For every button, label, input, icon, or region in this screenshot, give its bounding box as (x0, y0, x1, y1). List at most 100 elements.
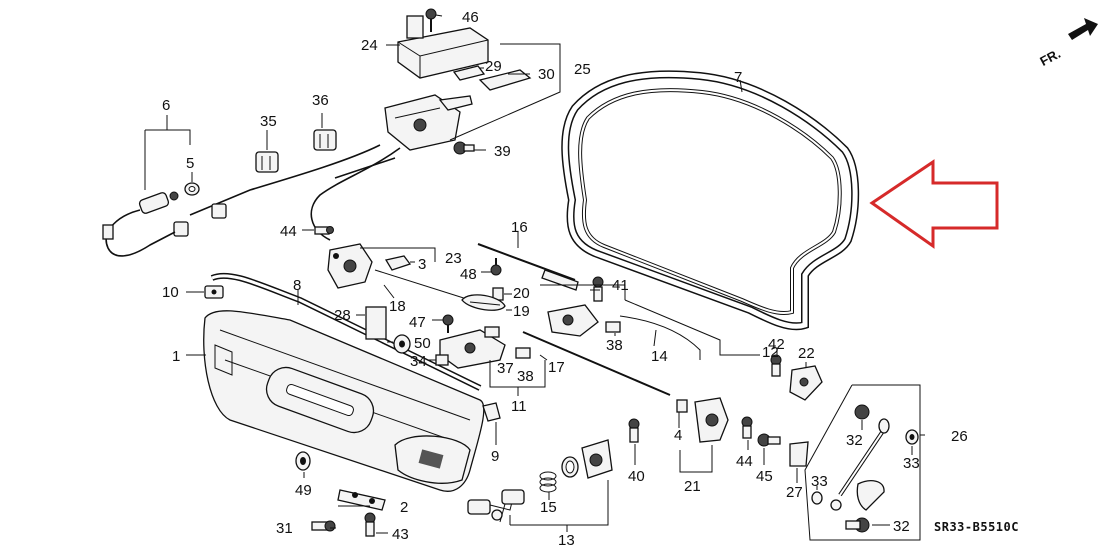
part-29 (452, 65, 486, 81)
callout-46: 46 (462, 9, 479, 26)
callout-21: 21 (684, 478, 701, 495)
screw-41 (592, 276, 604, 302)
callout-17: 17 (548, 359, 565, 376)
spring-15 (539, 471, 557, 493)
opener-latch-assembly (384, 94, 473, 151)
diagram-code: SR33-B5510C (934, 520, 1019, 534)
callout-43: 43 (392, 526, 409, 543)
callout-49: 49 (295, 482, 312, 499)
part-3 (384, 255, 412, 271)
bracket-2 (337, 489, 386, 511)
callout-10: 10 (162, 284, 179, 301)
key-set (467, 489, 525, 523)
callout-29: 29 (485, 58, 502, 75)
callout-30: 30 (538, 66, 555, 83)
callout-19: 19 (513, 303, 530, 320)
callout-36: 36 (312, 92, 329, 109)
callout-50: 50 (414, 335, 431, 352)
callout-37: 37 (497, 360, 514, 377)
tailgate-weatherstrip (561, 70, 860, 331)
grommet-50 (393, 334, 411, 354)
callout-44: 44 (280, 223, 297, 240)
callout-23: 23 (445, 250, 462, 267)
callout-35: 35 (260, 113, 277, 130)
callout-7: 7 (734, 69, 742, 86)
callout-32: 32 (846, 432, 863, 449)
screw-47 (442, 314, 454, 333)
callout-41: 41 (612, 277, 629, 294)
latch-cover (397, 15, 489, 79)
screw-44-lower (741, 416, 753, 439)
pad-28 (365, 306, 387, 340)
lock-cylinder-set (467, 439, 613, 523)
rod-18 (374, 269, 471, 301)
callout-45: 45 (756, 468, 773, 485)
latch-assembly-12 (547, 304, 701, 360)
screw-46 (425, 8, 437, 32)
bolt-31 (311, 520, 336, 532)
callout-32b: 32 (893, 518, 910, 535)
callout-22: 22 (798, 345, 815, 362)
callout-48: 48 (460, 266, 477, 283)
highlight-arrow (869, 159, 999, 249)
lock-cylinder-switch (102, 191, 179, 257)
handle-19 (461, 294, 506, 311)
callout-40: 40 (628, 468, 645, 485)
bolt-39 (453, 141, 475, 155)
callout-6: 6 (162, 97, 170, 114)
callout-8: 8 (293, 277, 301, 294)
callout-13: 13 (558, 532, 575, 549)
callout-9: 9 (491, 448, 499, 465)
callout-11: 11 (511, 398, 527, 415)
clip-10 (204, 285, 224, 299)
callout-14: 14 (651, 348, 668, 365)
latch-21 (676, 397, 729, 443)
callout-38b: 38 (606, 337, 623, 354)
bolt-32-lower (845, 517, 870, 533)
grommet-49 (295, 451, 311, 471)
callout-2: 2 (400, 499, 408, 516)
callout-47: 47 (409, 314, 426, 331)
callout-12: 12 (762, 344, 779, 361)
ring (561, 456, 579, 478)
screw-42 (770, 354, 782, 377)
bracket-27 (789, 441, 809, 467)
support-strut-26 (804, 384, 921, 541)
cap-33-lower (811, 491, 823, 505)
latch-bracket-11 (439, 326, 531, 369)
callout-3: 3 (418, 256, 426, 273)
callout-16: 16 (511, 219, 528, 236)
callout-39: 39 (494, 143, 511, 160)
bolt-43 (364, 512, 376, 537)
screw-48 (490, 258, 502, 276)
callout-26: 26 (951, 428, 968, 445)
callout-42: 42 (768, 336, 785, 353)
striker-22 (789, 365, 823, 401)
callout-44b: 44 (736, 453, 753, 470)
callout-33b: 33 (811, 473, 828, 490)
clip-36 (313, 129, 337, 151)
cap-33-upper (905, 429, 919, 445)
clip-34 (435, 354, 449, 366)
bolt-45 (757, 433, 781, 447)
washer-5 (184, 182, 200, 196)
callout-34: 34 (410, 353, 427, 370)
screw-44-upper (314, 226, 334, 235)
callout-24: 24 (361, 37, 378, 54)
callout-25: 25 (574, 61, 591, 78)
callout-5: 5 (186, 155, 194, 172)
callout-38: 38 (517, 368, 534, 385)
cylinder-housing (581, 439, 613, 479)
bolt-40 (628, 418, 640, 443)
callout-28: 28 (334, 307, 351, 324)
rod-17 (522, 331, 671, 396)
front-direction-label: FR. (1037, 46, 1063, 69)
part-30 (478, 69, 532, 91)
clip-9 (482, 402, 501, 422)
rear-garnish-panel (203, 310, 485, 492)
tailgate-latch (327, 243, 373, 289)
callout-4: 4 (674, 427, 682, 444)
leader-lines (144, 14, 925, 534)
callout-31: 31 (276, 520, 293, 537)
